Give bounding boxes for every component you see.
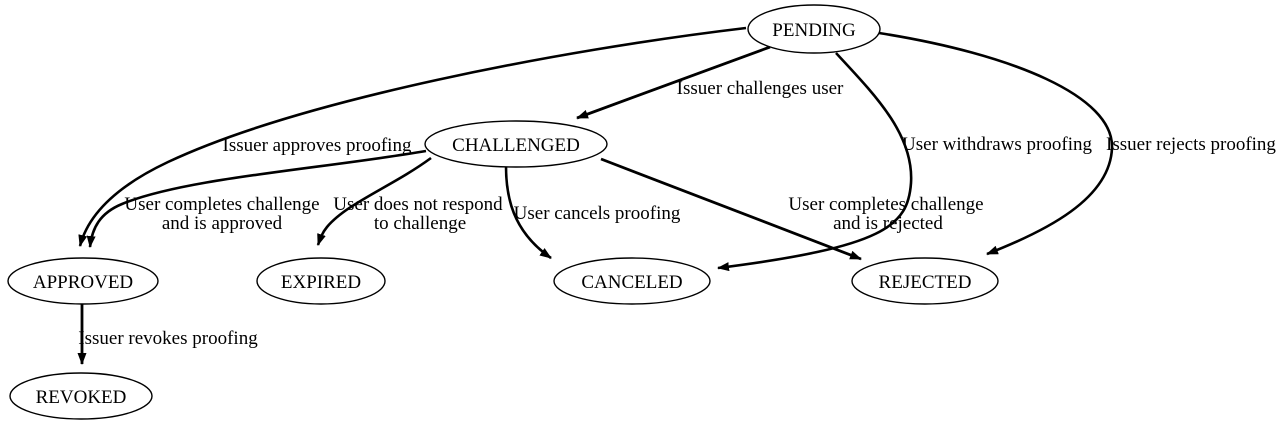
node-label: CANCELED <box>581 272 682 293</box>
edge-label: User does not respond <box>333 194 503 215</box>
edge-line <box>600 157 862 261</box>
edge-label: Issuer revokes proofing <box>78 328 258 349</box>
node-ellipse <box>851 257 999 305</box>
nodes: PENDING CHALLENGED APPROVED EXPIRED CANC… <box>7 4 999 420</box>
node-ellipse <box>9 372 153 420</box>
edges: Issuer challenges user Issuer approves p… <box>77 26 1276 365</box>
edge-challenged-to-expired: User does not respond to challenge <box>316 156 503 246</box>
edge-pending-to-canceled: User withdraws proofing <box>717 52 1092 272</box>
node-rejected: REJECTED <box>851 257 999 305</box>
edge-line <box>86 149 427 248</box>
edge-pending-to-approved: Issuer approves proofing <box>78 26 747 247</box>
node-canceled: CANCELED <box>553 257 711 305</box>
node-challenged: CHALLENGED <box>424 120 608 168</box>
edge-line <box>717 52 913 272</box>
edge-approved-to-revoked: Issuer revokes proofing <box>77 304 258 365</box>
node-label: CHALLENGED <box>452 135 580 156</box>
node-ellipse <box>747 4 881 54</box>
edge-label: Issuer challenges user <box>677 78 844 99</box>
edge-challenged-to-approved: User completes challenge and is approved <box>86 149 427 248</box>
edge-line <box>504 165 552 260</box>
node-approved: APPROVED <box>7 257 159 305</box>
node-pending: PENDING <box>747 4 881 54</box>
edge-label: and is approved <box>162 213 283 234</box>
node-expired: EXPIRED <box>256 257 386 305</box>
edge-line <box>316 156 432 246</box>
node-ellipse <box>553 257 711 305</box>
node-label: EXPIRED <box>281 272 361 293</box>
node-revoked: REVOKED <box>9 372 153 420</box>
edge-label: and is rejected <box>833 213 943 234</box>
node-label: REJECTED <box>879 272 972 293</box>
edge-label: User cancels proofing <box>514 203 681 224</box>
edge-pending-to-rejected: Issuer rejects proofing <box>878 31 1276 256</box>
node-label: REVOKED <box>36 387 127 408</box>
edge-challenged-to-rejected: User completes challenge and is rejected <box>600 157 984 261</box>
edge-line <box>878 31 1114 256</box>
node-label: APPROVED <box>33 272 133 293</box>
node-label: PENDING <box>772 20 856 41</box>
edge-label: Issuer rejects proofing <box>1106 134 1276 155</box>
edge-label: to challenge <box>374 213 466 234</box>
edge-label: User completes challenge <box>788 194 983 215</box>
edge-line <box>78 26 747 247</box>
node-ellipse <box>7 257 159 305</box>
edge-pending-to-challenged: Issuer challenges user <box>576 45 844 120</box>
node-ellipse <box>256 257 386 305</box>
edge-challenged-to-canceled: User cancels proofing <box>504 165 681 260</box>
node-ellipse <box>424 120 608 168</box>
edge-label: User completes challenge <box>124 194 319 215</box>
edge-label: User withdraws proofing <box>902 134 1092 155</box>
edge-line <box>576 45 771 120</box>
edge-label: Issuer approves proofing <box>223 135 412 156</box>
